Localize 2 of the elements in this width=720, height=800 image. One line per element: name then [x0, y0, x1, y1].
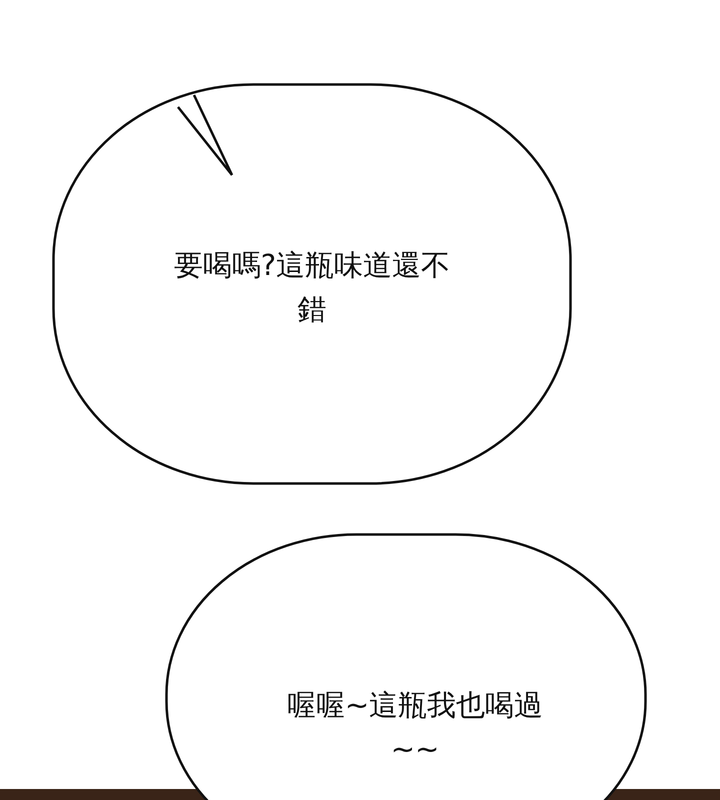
speech-text: 喔喔~這瓶我也喝過~~ [286, 687, 544, 768]
speech-text: 要喝嗎?這瓶味道還不錯 [172, 247, 452, 328]
